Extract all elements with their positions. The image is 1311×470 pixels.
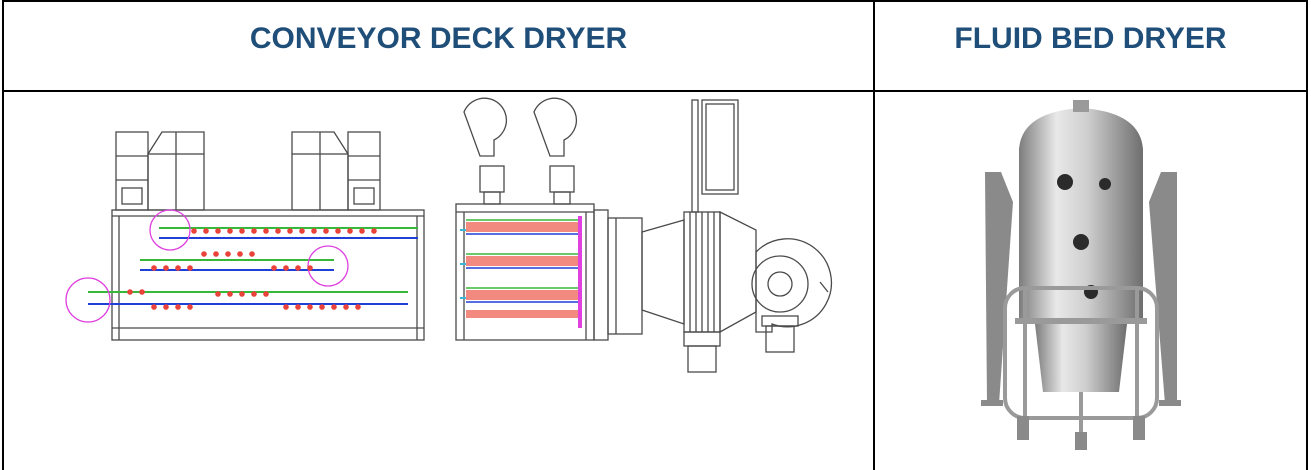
column-divider (873, 0, 875, 470)
header-row-divider (2, 90, 1308, 92)
header-conveyor-deck-dryer: CONVEYOR DECK DRYER (249, 22, 628, 55)
conveyor-dryer-svg (65, 97, 833, 373)
red-heater-dots (127, 228, 377, 310)
table-border-right (1306, 0, 1308, 470)
fluid-bed-dryer-photo (875, 92, 1306, 470)
header-fluid-bed-dryer: FLUID BED DRYER (954, 22, 1227, 55)
fluid-bed-dryer-svg (981, 100, 1181, 450)
table-border-top (2, 0, 1308, 2)
table-border-left (2, 0, 4, 470)
conveyor-deck-dryer-drawing (4, 92, 873, 470)
